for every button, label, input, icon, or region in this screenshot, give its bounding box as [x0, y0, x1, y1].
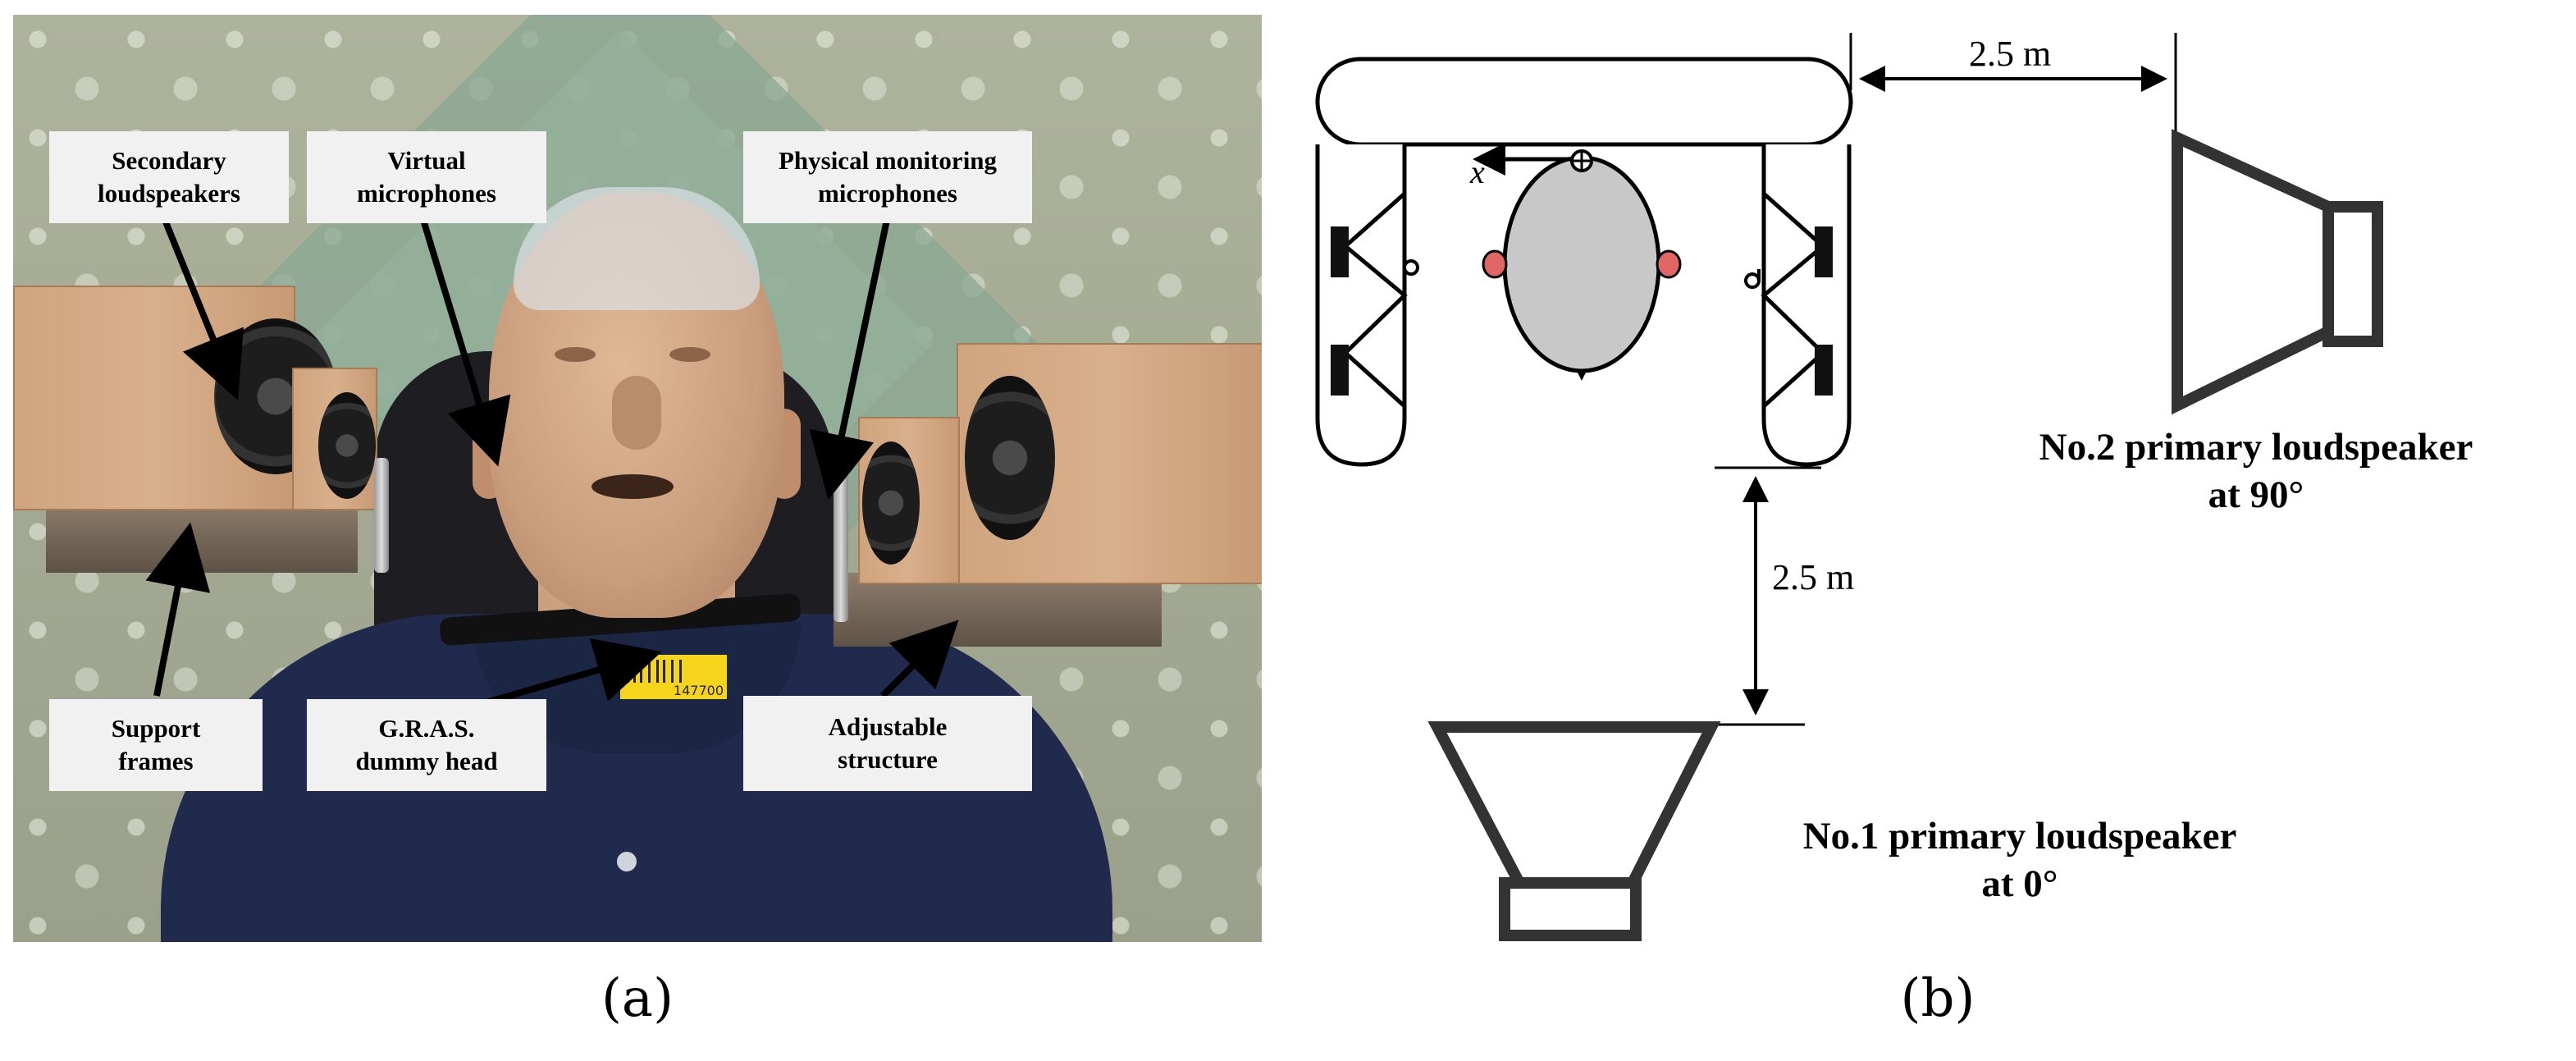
right-speaker-lower	[1815, 345, 1833, 396]
left-woofer-rear	[318, 392, 376, 499]
primary-speaker-1-driver	[1499, 877, 1642, 941]
label-primary-speaker-1: No.1 primary loudspeaker at 0°	[1802, 815, 2237, 905]
caption-a: (a)	[601, 968, 674, 1029]
primary-speaker-2-driver	[2323, 201, 2383, 347]
primary-speaker-2-horn	[2172, 129, 2334, 415]
left-monitoring-microphone	[374, 458, 389, 573]
right-virtual-mic	[1656, 249, 1682, 279]
head-nose	[1577, 371, 1587, 381]
distance-label-bottom: 2.5 m	[1772, 557, 1855, 597]
arrow-support-frames	[145, 522, 211, 697]
left-eye	[555, 347, 596, 362]
frame-left-leg	[1315, 144, 1407, 467]
label-primary-speaker-2: No.2 primary loudspeaker at 90°	[2039, 426, 2473, 516]
left-virtual-mic	[1482, 249, 1508, 279]
label-support-frames: Support frames	[49, 699, 263, 791]
right-eye	[669, 347, 710, 362]
right-monitoring-microphone	[834, 474, 848, 622]
head-schematic	[1502, 155, 1661, 373]
caption-b: (b)	[1900, 968, 1975, 1029]
distance-label-right: 2.5 m	[1969, 34, 2052, 74]
left-speaker-lower	[1331, 345, 1349, 396]
frame-right-leg	[1761, 144, 1852, 467]
shirt-button	[617, 852, 637, 871]
arrow-secondary-loudspeakers	[162, 218, 244, 400]
left-speaker-upper	[1331, 226, 1349, 277]
arrow-physical-monitoring-microphones	[809, 219, 890, 501]
arrow-adjustable-structure	[880, 620, 959, 698]
arrow-virtual-microphones	[420, 218, 511, 467]
photo-panel-a: 147700 Secondary loudspeakers	[13, 15, 1262, 942]
mouth	[591, 474, 674, 499]
right-speaker-upper	[1815, 226, 1833, 277]
left-monitoring-mic	[1403, 259, 1419, 276]
label-secondary-loudspeakers: Secondary loudspeakers	[49, 131, 289, 223]
label-physical-monitoring-microphones: Physical monitoring microphones	[743, 131, 1032, 223]
arrow-dummy-head	[479, 638, 662, 707]
label-adjustable-structure: Adjustable structure	[743, 696, 1032, 791]
right-woofer-front	[965, 376, 1055, 540]
right-support-frame	[834, 573, 1162, 647]
barcode-text: 147700	[673, 683, 724, 698]
label-dummy-head: G.R.A.S. dummy head	[307, 699, 546, 791]
primary-speaker-1-horn	[1427, 721, 1721, 889]
head-cap	[514, 187, 760, 310]
label-virtual-microphones: Virtual microphones	[307, 131, 546, 223]
x-axis-label: x	[1470, 153, 1485, 190]
left-brace	[1342, 192, 1408, 408]
right-brace	[1761, 192, 1826, 408]
right-monitoring-mic	[1744, 272, 1761, 289]
nose	[612, 376, 661, 450]
photo-arrows	[145, 218, 959, 707]
frame-top-bar	[1315, 57, 1853, 147]
